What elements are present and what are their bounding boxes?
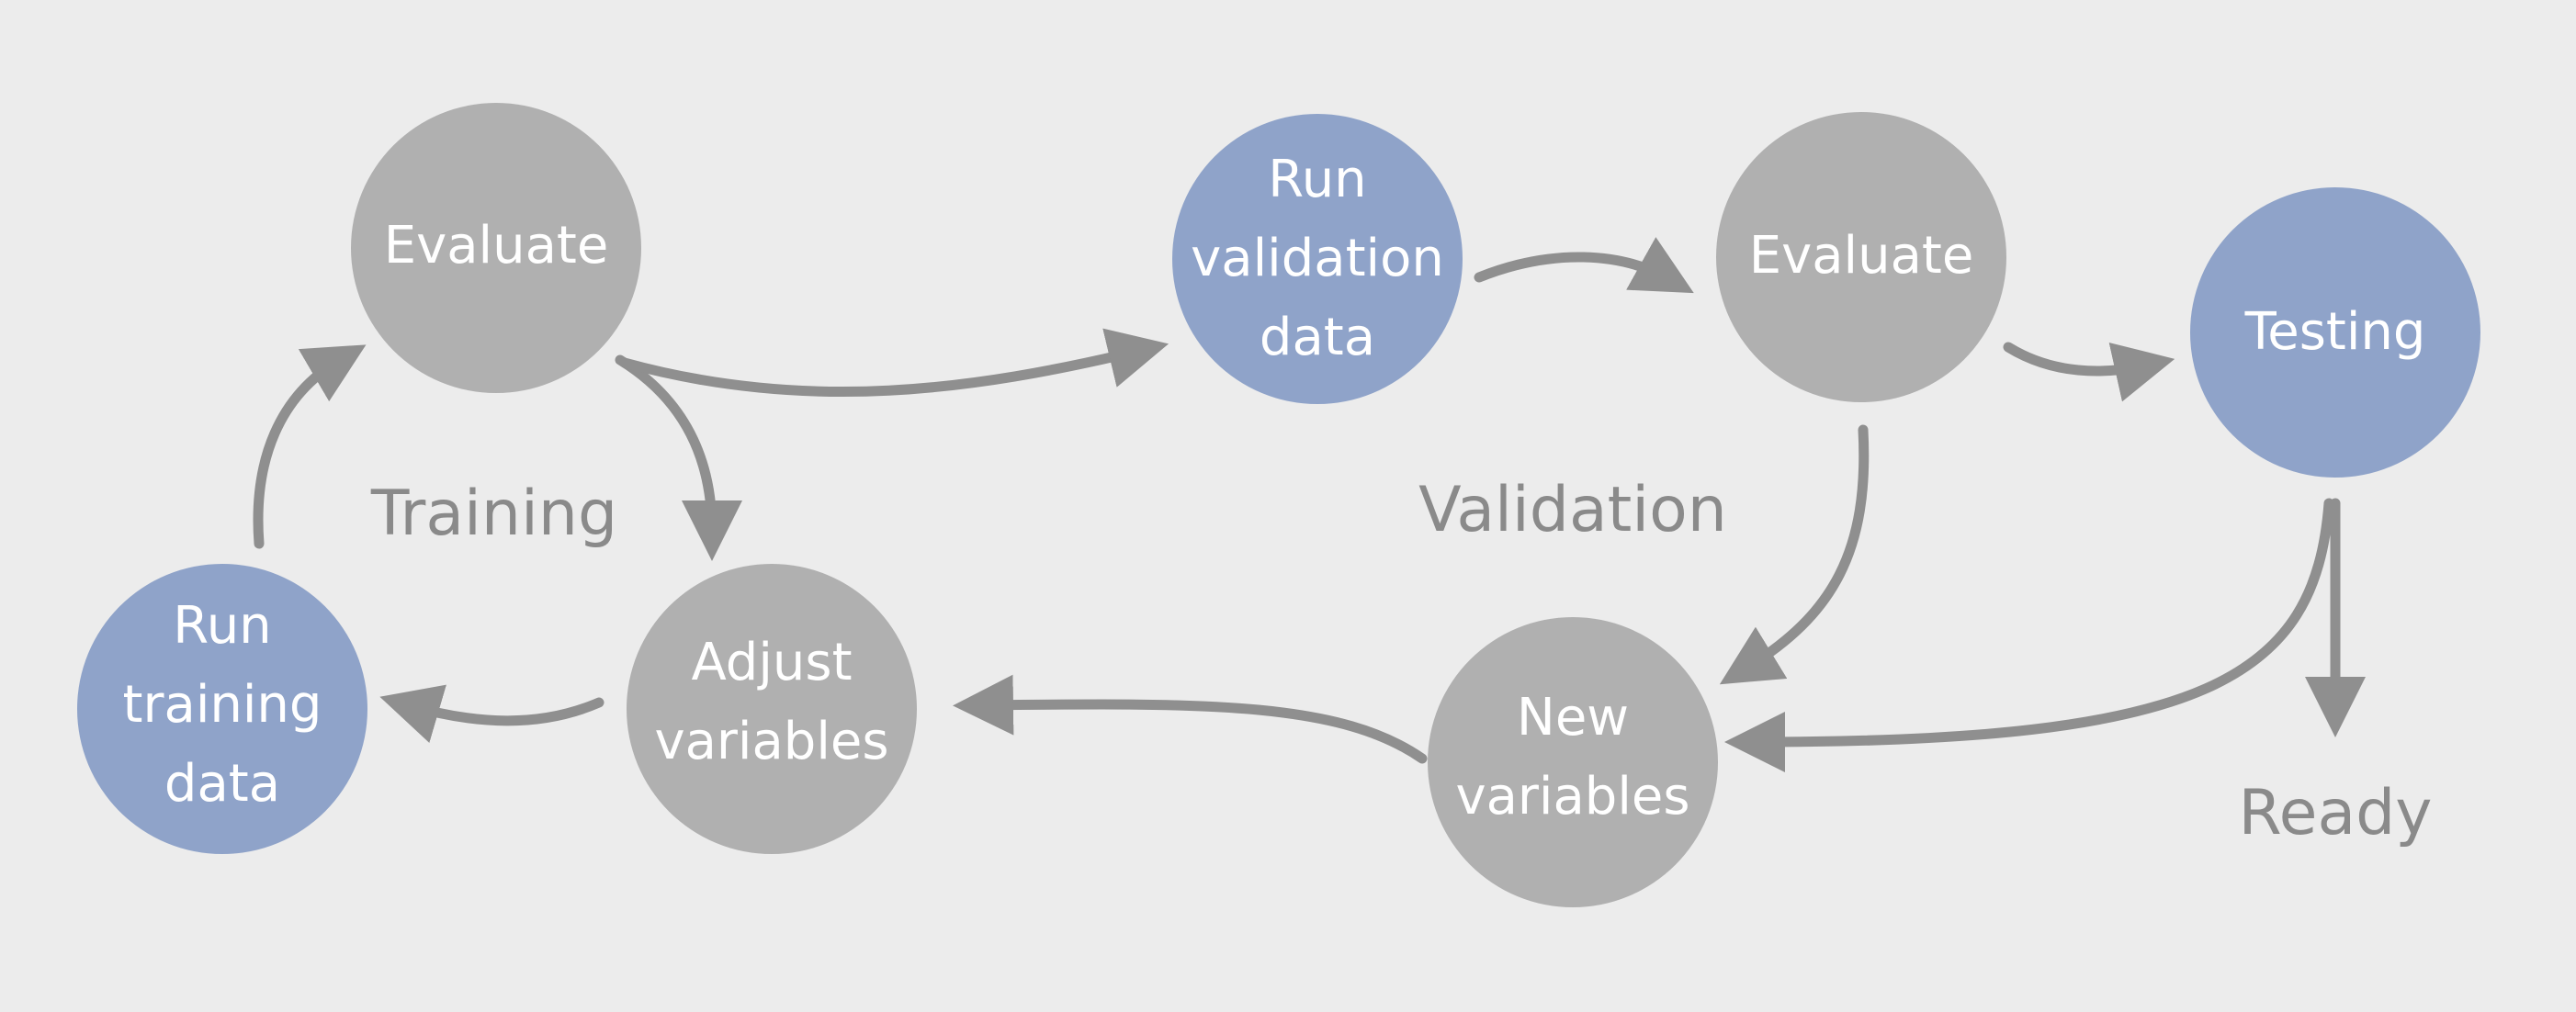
node-run-validation-data-label-line3: data [1260, 308, 1375, 367]
node-new-variables-label-line2: variables [1455, 767, 1689, 826]
node-testing-circle [2190, 187, 2480, 478]
nodes: Evaluate Run training data Adjust variab… [77, 103, 2480, 907]
node-adjust-variables-circle [627, 564, 917, 854]
node-testing: Testing [2190, 187, 2480, 478]
node-evaluate-validation-circle [1716, 112, 2006, 402]
node-evaluate-training-label: Evaluate [384, 216, 609, 275]
node-run-training-data-label-line3: data [164, 754, 280, 814]
node-evaluate-training: Evaluate [351, 103, 641, 393]
arrow-run-validation-to-evaluate [1474, 237, 1694, 294]
node-evaluate-training-circle [351, 103, 641, 393]
arrow-evaluate-to-run-validation [619, 328, 1169, 398]
node-adjust-variables-label-line1: Adjust [691, 633, 852, 692]
node-run-training-data-label-line1: Run [173, 596, 271, 656]
section-label-validation: Validation [1418, 474, 1727, 546]
arrow-evaluate-to-adjust [615, 354, 742, 561]
node-new-variables: New variables [1428, 617, 1718, 907]
node-run-training-data: Run training data [77, 564, 367, 854]
arrow-testing-to-new-variables [1724, 498, 2334, 772]
node-new-variables-circle [1428, 617, 1718, 907]
node-run-validation-data-label-line2: validation [1191, 229, 1444, 288]
node-run-validation-data-circle [1172, 114, 1463, 404]
arrow-evaluate-to-testing [2003, 342, 2175, 402]
arrow-adjust-to-run-training [379, 684, 604, 743]
node-new-variables-label-line1: New [1517, 688, 1629, 748]
section-label-ready: Ready [2238, 777, 2432, 849]
node-evaluate-validation: Evaluate [1716, 112, 2006, 402]
section-label-training: Training [370, 478, 617, 550]
node-run-training-data-label-line2: training [123, 675, 322, 735]
arrow-evaluate-to-new-variables [1719, 424, 1870, 685]
arrows [253, 237, 2366, 772]
arrow-run-training-to-evaluate [253, 344, 367, 549]
arrow-new-variables-to-adjust [953, 674, 1428, 764]
node-adjust-variables: Adjust variables [627, 564, 917, 854]
node-adjust-variables-label-line2: variables [654, 712, 888, 771]
node-evaluate-validation-label: Evaluate [1749, 226, 1974, 286]
node-run-training-data-circle [77, 564, 367, 854]
node-run-validation-data: Run validation data [1172, 114, 1463, 404]
node-run-validation-data-label-line1: Run [1268, 150, 1366, 209]
node-testing-label: Testing [2244, 302, 2426, 362]
section-labels: Training Validation Ready [370, 474, 2433, 849]
